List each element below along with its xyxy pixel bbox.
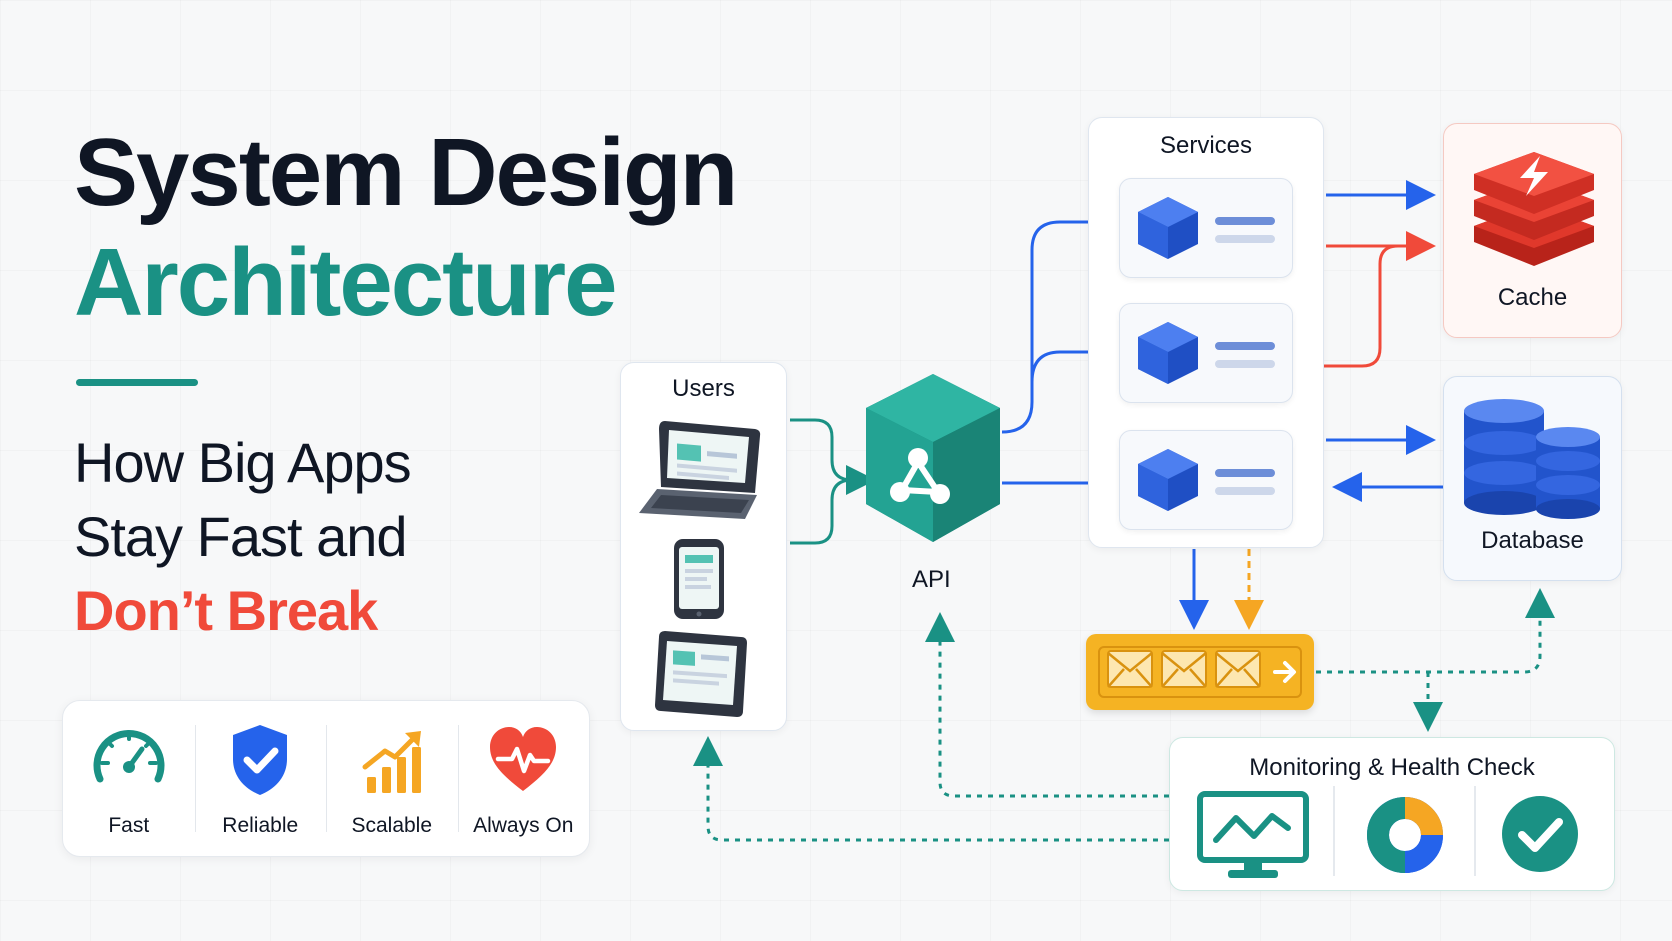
page-title: System Design: [74, 119, 738, 226]
service-bar: [1215, 487, 1275, 495]
badge-always-on: Always On: [457, 719, 590, 838]
badge-reliable: Reliable: [194, 719, 327, 838]
monitoring-to-users-arrow: [693, 736, 1169, 842]
database-label: Database: [1481, 527, 1584, 554]
arrow-right-icon: [1273, 661, 1296, 683]
shield-check-icon: [233, 725, 288, 795]
service-bar: [1215, 235, 1275, 243]
api-label: API: [912, 566, 951, 593]
service-bar: [1215, 469, 1275, 477]
envelope-icon: [1215, 650, 1261, 688]
page-subtitle: Architecture: [74, 229, 617, 336]
growth-chart-icon: [362, 731, 421, 793]
monitor-chart-icon: [1197, 791, 1309, 878]
badge-label-fast: Fast: [108, 814, 150, 837]
database-card: Database: [1443, 376, 1622, 581]
message-queue-icon: [1098, 646, 1302, 698]
tagline-line-3: Don’t Break: [74, 579, 378, 642]
tagline-line-2: Stay Fast and: [74, 505, 408, 568]
users-to-api-connector: [790, 418, 876, 495]
service-instance-3[interactable]: [1119, 430, 1293, 530]
monitoring-divider: [1474, 786, 1476, 876]
envelope-icon: [1107, 650, 1153, 688]
api-to-service-1-arrow: [1001, 207, 1118, 434]
service-instance-2[interactable]: [1119, 303, 1293, 403]
badge-fast: Fast: [63, 719, 195, 838]
monitoring-card: Monitoring & Health Check: [1169, 737, 1615, 891]
services-title: Services: [1159, 132, 1253, 159]
check-circle-icon: [1502, 796, 1578, 872]
badge-label-reliable: Reliable: [222, 814, 299, 837]
cache-card: Cache: [1443, 123, 1622, 338]
api-hub-icon: [866, 374, 1000, 542]
cache-label: Cache: [1497, 284, 1568, 311]
queue-to-database-arrow: [1316, 588, 1555, 674]
cache-stack-icon: [1474, 152, 1594, 266]
service-bar: [1215, 217, 1275, 225]
users-title: Users: [672, 375, 735, 402]
tagline-line-1: How Big Apps: [74, 431, 412, 494]
feature-badges: Fast Reliable Scalable Always On: [62, 700, 590, 857]
badge-scalable: Scalable: [326, 719, 458, 838]
tablet-icon: [655, 631, 747, 717]
users-card: Users: [620, 362, 787, 731]
service-instance-1[interactable]: [1119, 178, 1293, 278]
phone-icon: [674, 539, 724, 619]
accent-divider: [76, 379, 198, 386]
laptop-icon: [639, 421, 761, 519]
service-bar: [1215, 342, 1275, 350]
service-2-to-cache-arrow: [1296, 244, 1399, 368]
envelope-icon: [1161, 650, 1207, 688]
badge-label-scalable: Scalable: [351, 814, 433, 837]
services-card: Services: [1088, 117, 1324, 548]
speedometer-icon: [93, 729, 165, 783]
users-to-api-connector-lower: [790, 478, 853, 545]
api-to-service-2-arrow: [1030, 337, 1118, 383]
service-cube-icon: [1138, 322, 1198, 384]
monitoring-divider: [1333, 786, 1335, 876]
donut-chart-icon: [1366, 797, 1443, 873]
heart-pulse-icon: [490, 727, 557, 791]
database-cylinders-icon: [1464, 399, 1600, 519]
badge-label-always-on: Always On: [473, 814, 574, 837]
service-bar: [1215, 360, 1275, 368]
monitoring-title: Monitoring & Health Check: [1249, 754, 1535, 781]
service-cube-icon: [1138, 197, 1198, 259]
service-cube-icon: [1138, 449, 1198, 511]
message-queue: [1086, 634, 1314, 710]
